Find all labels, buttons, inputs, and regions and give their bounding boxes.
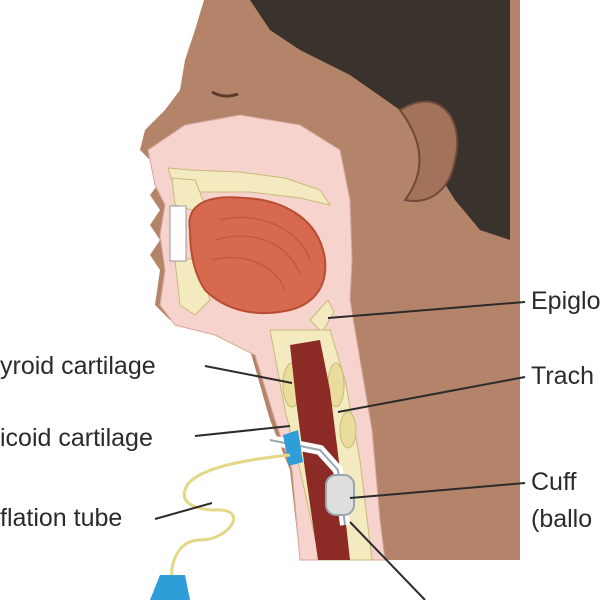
cuff-balloon	[325, 474, 355, 516]
label-inflation-tube: flation tube	[0, 504, 123, 532]
eye	[211, 90, 239, 98]
leader-inflation	[154, 502, 213, 520]
label-trachea: Trach	[531, 362, 594, 390]
tongue-texture	[211, 216, 311, 291]
label-epiglottis: Epiglo	[531, 287, 600, 315]
pilot-balloon-valve	[150, 575, 190, 600]
label-cuff: Cuff	[531, 468, 577, 496]
label-cricoid-cartilage: icoid cartilage	[0, 424, 153, 452]
tube-connector	[283, 430, 303, 466]
leader-lines	[154, 301, 526, 600]
leader-thyroid	[204, 365, 293, 384]
leader-trachea	[337, 376, 526, 413]
inflation-tube	[170, 453, 291, 581]
epiglottis	[309, 299, 335, 333]
leader-cuff	[349, 482, 526, 499]
teeth	[169, 205, 187, 262]
leader-tube-tip	[349, 521, 426, 600]
label-thyroid-cartilage: yroid cartilage	[0, 352, 156, 380]
leader-cricoid	[194, 425, 291, 437]
leader-epiglottis	[327, 301, 526, 319]
cricoid-cartilage-lower	[339, 411, 357, 449]
tongue	[188, 196, 327, 314]
label-cuff-balloon: (ballo	[531, 505, 593, 533]
ear	[398, 100, 459, 202]
